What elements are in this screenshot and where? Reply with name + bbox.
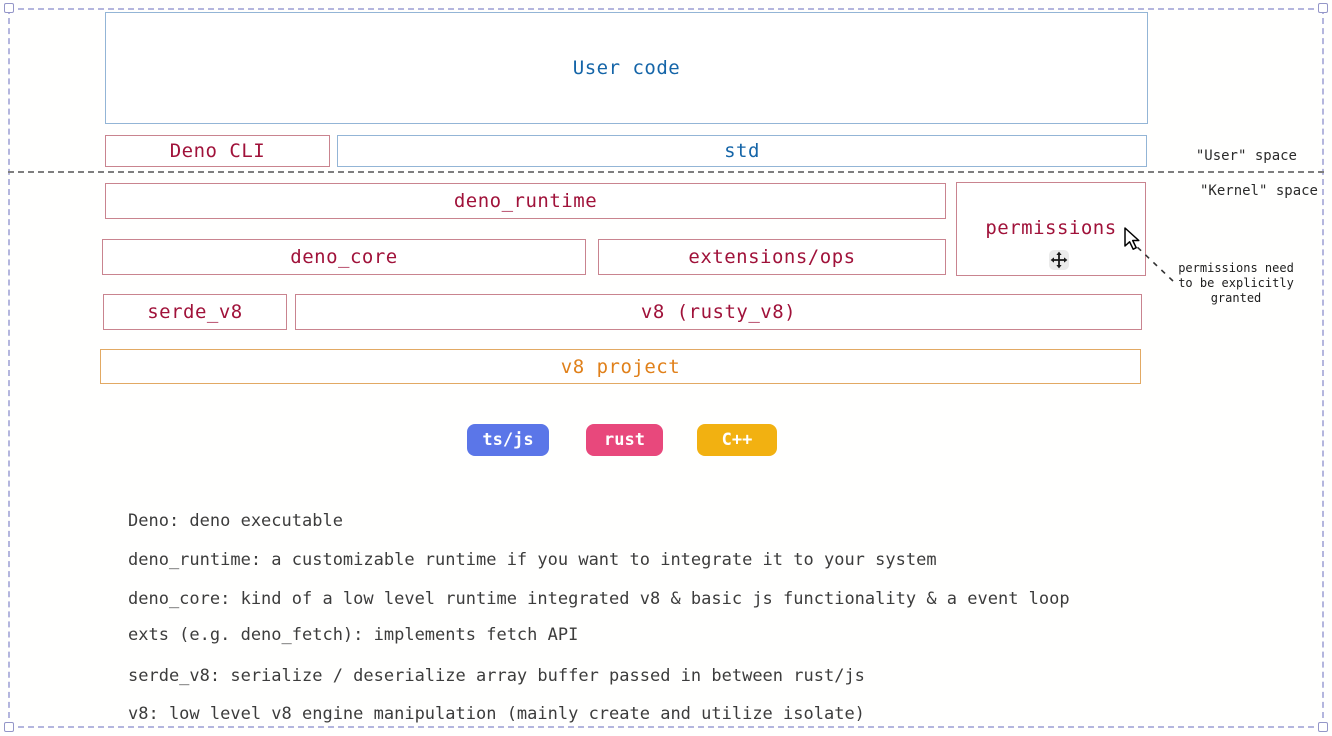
box-deno-cli[interactable]: Deno CLI: [105, 135, 330, 167]
note-deno-core: deno_core: kind of a low level runtime i…: [128, 589, 1070, 609]
note-deno-runtime: deno_runtime: a customizable runtime if …: [128, 550, 937, 570]
legend-badge-cpp[interactable]: C++: [697, 424, 777, 456]
box-deno-core[interactable]: deno_core: [102, 239, 586, 275]
legend-badge-tsjs-label: ts/js: [482, 430, 534, 450]
user-kernel-divider: [8, 171, 1324, 173]
selection-handle-top-left[interactable]: [4, 3, 14, 13]
selection-handle-bottom-right[interactable]: [1318, 722, 1328, 732]
box-permissions-label: permissions: [985, 217, 1117, 239]
permissions-annotation-line: granted: [1210, 291, 1262, 305]
box-v8-project-label: v8 project: [560, 355, 681, 378]
permissions-annotation-line: to be explicitly: [1178, 276, 1294, 290]
legend-badge-rust[interactable]: rust: [586, 424, 663, 456]
permissions-annotation-line: permissions need: [1178, 261, 1294, 275]
selection-handle-top-right[interactable]: [1318, 3, 1328, 13]
box-serde-v8-label: serde_v8: [147, 301, 243, 323]
kernel-space-label: "Kernel" space: [1199, 183, 1318, 199]
box-deno-core-label: deno_core: [290, 246, 398, 268]
box-user-code-label: User code: [572, 57, 681, 79]
note-exts: exts (e.g. deno_fetch): implements fetch…: [128, 625, 579, 645]
permissions-annotation: permissions need to be explicitly grante…: [1170, 261, 1302, 306]
note-serde-v8: serde_v8: serialize / deserialize array …: [128, 666, 865, 686]
box-serde-v8[interactable]: serde_v8: [103, 294, 287, 330]
box-extensions-ops[interactable]: extensions/ops: [598, 239, 946, 275]
legend-badge-tsjs[interactable]: ts/js: [467, 424, 549, 456]
box-std[interactable]: std: [337, 135, 1147, 167]
box-std-label: std: [724, 140, 760, 162]
legend-badge-rust-label: rust: [604, 430, 645, 450]
box-v8-rusty-v8-label: v8 (rusty_v8): [640, 301, 797, 323]
user-space-label: "User" space: [1195, 148, 1297, 164]
box-v8-rusty-v8[interactable]: v8 (rusty_v8): [295, 294, 1142, 330]
selection-handle-bottom-left[interactable]: [4, 722, 14, 732]
note-deno: Deno: deno executable: [128, 511, 343, 531]
legend-badge-cpp-label: C++: [721, 430, 753, 450]
box-permissions[interactable]: permissions: [956, 182, 1146, 276]
box-extensions-ops-label: extensions/ops: [688, 246, 856, 268]
box-deno-runtime-label: deno_runtime: [453, 190, 598, 212]
note-v8: v8: low level v8 engine manipulation (ma…: [128, 704, 865, 724]
box-deno-runtime[interactable]: deno_runtime: [105, 183, 946, 219]
box-v8-project[interactable]: v8 project: [100, 349, 1141, 384]
box-user-code[interactable]: User code: [105, 12, 1148, 124]
selection-frame: [8, 8, 1324, 728]
box-deno-cli-label: Deno CLI: [169, 140, 266, 162]
